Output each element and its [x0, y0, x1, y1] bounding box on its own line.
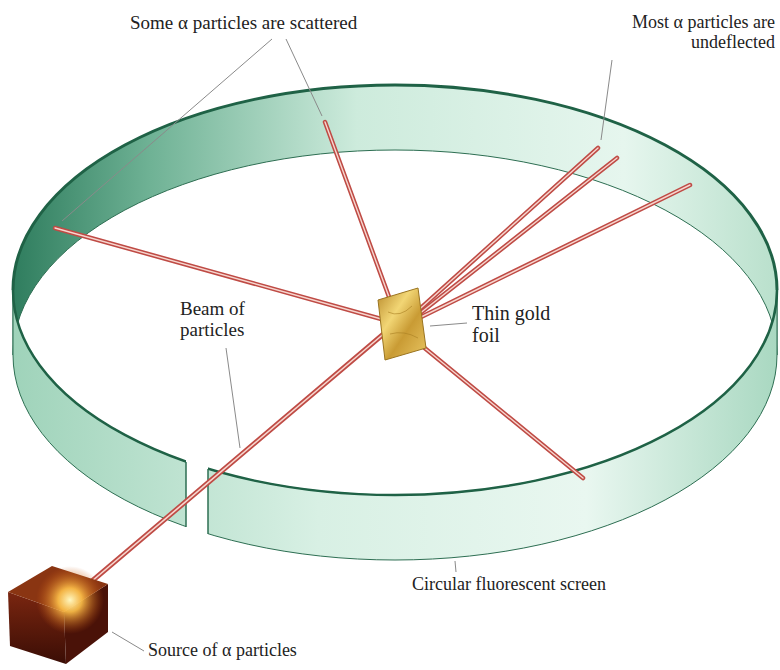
alpha-tracks: [55, 122, 690, 598]
leader-line: [286, 39, 322, 116]
alpha-track: [325, 122, 396, 316]
callout-label: Some α particles are scattered: [130, 12, 357, 33]
leader-line: [62, 39, 272, 221]
alpha-source: [8, 566, 108, 664]
alpha-track: [412, 148, 598, 316]
incident-beam: [72, 320, 400, 598]
source-glow: [36, 566, 104, 634]
callout-label: Circular fluorescent screen: [412, 574, 606, 594]
callout-label: Thin gold foil: [472, 302, 564, 347]
leader-line: [601, 60, 612, 140]
alpha-track: [415, 185, 690, 320]
leader-lines: [62, 39, 612, 651]
screen-gap-edge: [207, 469, 209, 534]
callout-label: Most α particles are undeflected: [630, 12, 775, 52]
leader-line: [430, 323, 467, 326]
screen-gap-edge: [185, 462, 187, 527]
leader-line: [455, 561, 456, 572]
callout-label: Beam of particles: [180, 298, 268, 341]
leader-line: [112, 632, 144, 651]
foil-sheen: [388, 306, 418, 338]
callout-label: Source of α particles: [148, 640, 297, 660]
gold-foil: [378, 288, 426, 360]
screen-rim: [13, 85, 777, 290]
leader-line: [226, 348, 240, 448]
alpha-track: [410, 336, 583, 478]
